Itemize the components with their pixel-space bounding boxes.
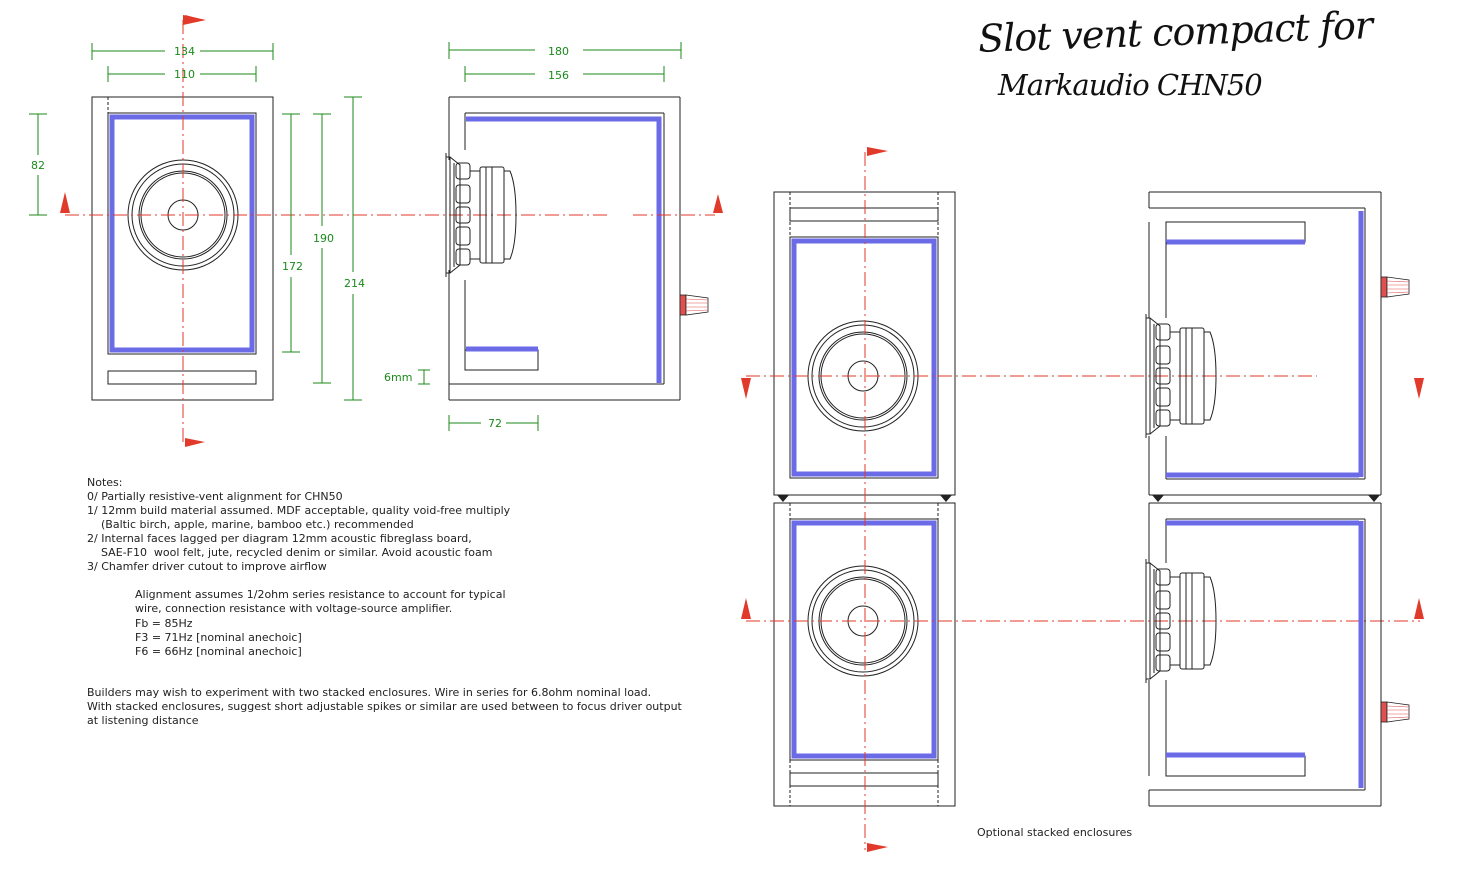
dim-82: 82 <box>31 159 45 172</box>
dim-156: 156 <box>548 69 569 82</box>
alignment-f6: F6 = 66Hz [nominal anechoic] <box>135 645 302 658</box>
alignment-fb: Fb = 85Hz <box>135 617 193 630</box>
builders-line-2: With stacked enclosures, suggest short a… <box>87 700 682 713</box>
alignment-f3: F3 = 71Hz [nominal anechoic] <box>135 631 302 644</box>
dim-172: 172 <box>282 260 303 273</box>
dim-6mm: 6mm <box>384 371 412 384</box>
note-2: 2/ Internal faces lagged per diagram 12m… <box>87 532 472 545</box>
dim-214: 214 <box>344 277 365 290</box>
alignment-line-1: Alignment assumes 1/2ohm series resistan… <box>135 588 506 601</box>
note-1b: (Baltic birch, apple, marine, bamboo etc… <box>87 518 414 531</box>
dim-72: 72 <box>488 417 502 430</box>
dim-190: 190 <box>313 232 334 245</box>
stacked-side-view <box>1145 191 1410 807</box>
dim-110: 110 <box>174 68 195 81</box>
note-3: 3/ Chamfer driver cutout to improve airf… <box>87 560 327 573</box>
builders-line-3: at listening distance <box>87 714 199 727</box>
note-2b: SAE-F10 wool felt, jute, recycled denim … <box>87 546 493 559</box>
dimensions: 134 110 82 172 190 <box>29 42 682 431</box>
notes-heading: Notes: <box>87 476 123 489</box>
note-0: 0/ Partially resistive-vent alignment fo… <box>87 490 343 503</box>
stacked-caption: Optional stacked enclosures <box>977 826 1133 839</box>
dim-134: 134 <box>174 45 195 58</box>
note-1: 1/ 12mm build material assumed. MDF acce… <box>87 504 511 517</box>
title-line-2: Markaudio CHN50 <box>998 68 1263 102</box>
dim-180: 180 <box>548 45 569 58</box>
side-view-single <box>445 96 709 401</box>
builders-line-1: Builders may wish to experiment with two… <box>87 686 652 699</box>
alignment-line-2: wire, connection resistance with voltage… <box>135 602 453 615</box>
front-view-single <box>91 96 274 401</box>
